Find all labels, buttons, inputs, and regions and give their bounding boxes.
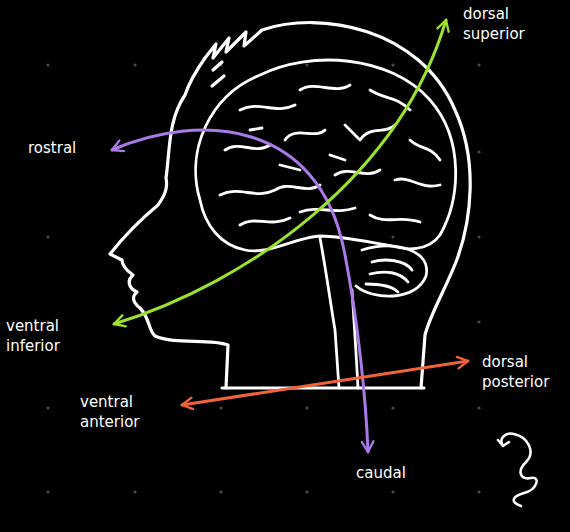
- direction-label: caudal: [356, 463, 406, 483]
- head-outline: [110, 23, 470, 388]
- direction-label: dorsal superior: [463, 4, 547, 44]
- direction-label: ventral inferior: [6, 316, 90, 356]
- brain-drawing: [196, 60, 456, 388]
- direction-arrows: [112, 20, 468, 452]
- dot-grid: [46, 63, 480, 493]
- signature-squiggle: [498, 434, 537, 506]
- direction-label: rostral: [28, 138, 76, 158]
- inferior-superior-arrow: [114, 20, 446, 324]
- direction-label: dorsal posterior: [482, 352, 566, 392]
- anterior-posterior-arrow: [182, 361, 468, 405]
- direction-label: ventral anterior: [80, 392, 164, 432]
- rostral-caudal-arrow: [112, 130, 368, 452]
